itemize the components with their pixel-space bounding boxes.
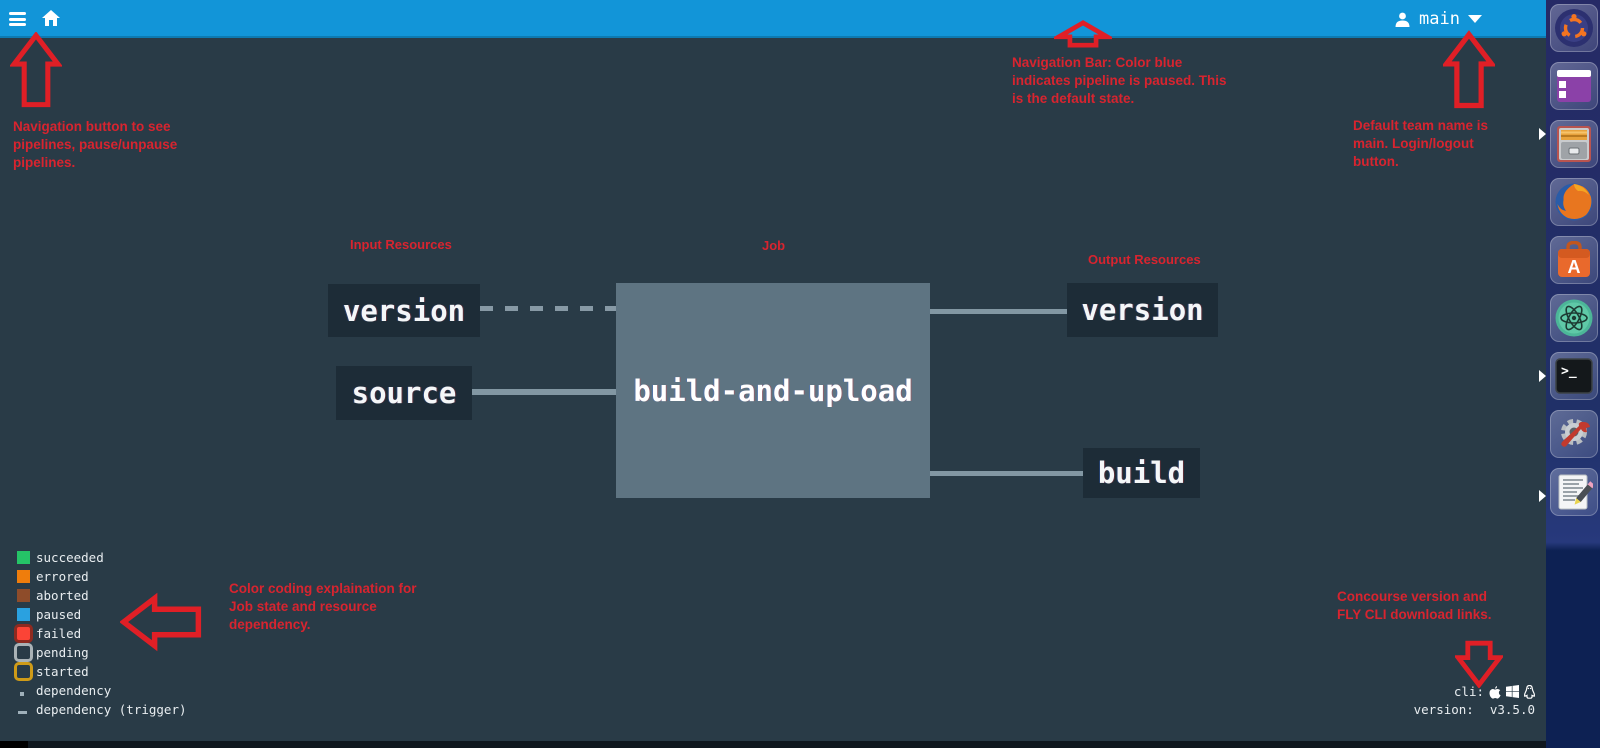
legend-label: started [36,664,89,679]
atom-icon[interactable] [1550,294,1598,342]
legend-label: errored [36,569,89,584]
workspace-switcher-icon[interactable] [1550,62,1598,110]
team-name: main [1419,9,1460,29]
running-indicator [1539,128,1546,140]
legend-label: failed [36,626,82,641]
dependency-line [472,389,616,395]
legend-label: succeeded [36,550,104,565]
windows-cli-icon[interactable] [1506,685,1519,698]
annotation-nav-button: Navigation button to see pipelines, paus… [13,119,178,170]
running-indicator [1539,490,1546,502]
output-build-line [930,471,1083,476]
unity-launcher: A >_ [1539,0,1600,748]
svg-text:A: A [1568,257,1581,277]
legend-swatch-dependency-dash [18,711,27,714]
hamburger-menu-icon[interactable] [9,12,26,26]
chevron-down-icon [1468,15,1482,23]
version-label: version: [1413,702,1474,717]
inputs-section-label: Input Resources [350,237,452,252]
apple-cli-icon[interactable] [1489,685,1501,699]
job-build-and-upload[interactable]: build-and-upload [616,283,930,498]
legend-swatch-errored [17,570,30,583]
home-icon[interactable] [42,10,60,27]
cli-label: cli: [1453,684,1484,699]
legend-label: paused [36,607,82,622]
resource-output-version[interactable]: version [1067,283,1218,337]
login-team-button[interactable]: main [1394,8,1482,30]
output-version-line [930,309,1067,314]
annotation-footer: Concourse version and FLY CLI download l… [1337,589,1492,622]
legend-swatch-succeeded [17,551,30,564]
annotation-team: Default team name is main. Login/logout … [1353,118,1489,169]
cli-downloads: cli: [1454,684,1535,699]
top-nav-bar: main [0,0,1546,38]
version-line: version: v3.5.0 [1414,702,1535,717]
outputs-section-label: Output Resources [1088,252,1201,267]
version-value[interactable]: v3.5.0 [1489,702,1535,717]
annotation-arrow-up-nav-bar [1054,20,1112,48]
annotation-arrow-up-nav-button [10,32,62,108]
legend-swatch-started [14,662,33,681]
resource-output-build[interactable]: build [1083,448,1200,498]
legend-swatch-paused [17,608,30,621]
ubuntu-dash-icon[interactable] [1550,4,1598,52]
text-editor-icon[interactable] [1550,468,1598,516]
legend-swatch-aborted [17,589,30,602]
file-manager-icon[interactable] [1550,120,1598,168]
legend-swatch-dependency-dot [20,692,24,696]
legend-label: dependency (trigger) [36,702,187,717]
annotation-arrow-down-version [1455,640,1503,688]
job-section-label: Job [762,238,786,253]
legend-label: aborted [36,588,89,603]
resource-input-source[interactable]: source [336,366,472,420]
annotation-arrow-left-legend [120,592,202,652]
legend-swatch-failed [14,624,33,643]
annotation-nav-bar: Navigation Bar: Color blue indicates pip… [1012,55,1227,106]
annotation-legend: Color coding explaination for Job state … [229,581,417,632]
resource-input-version[interactable]: version [328,284,480,337]
terminal-icon[interactable]: >_ [1550,352,1598,400]
bottom-edge-black [0,741,28,748]
trigger-dependency-line [480,306,616,311]
linux-cli-icon[interactable] [1524,684,1535,699]
bottom-edge-strip [0,741,1546,748]
running-indicator [1539,370,1546,382]
system-settings-icon[interactable] [1550,410,1598,458]
legend-label: pending [36,645,89,660]
svg-text:>_: >_ [1561,364,1577,379]
annotation-arrow-up-team [1443,30,1495,109]
legend-swatch-pending [14,643,33,662]
firefox-icon[interactable] [1550,178,1598,226]
user-icon [1395,12,1410,27]
legend-label: dependency [36,683,112,698]
ubuntu-software-icon[interactable]: A [1550,236,1598,284]
